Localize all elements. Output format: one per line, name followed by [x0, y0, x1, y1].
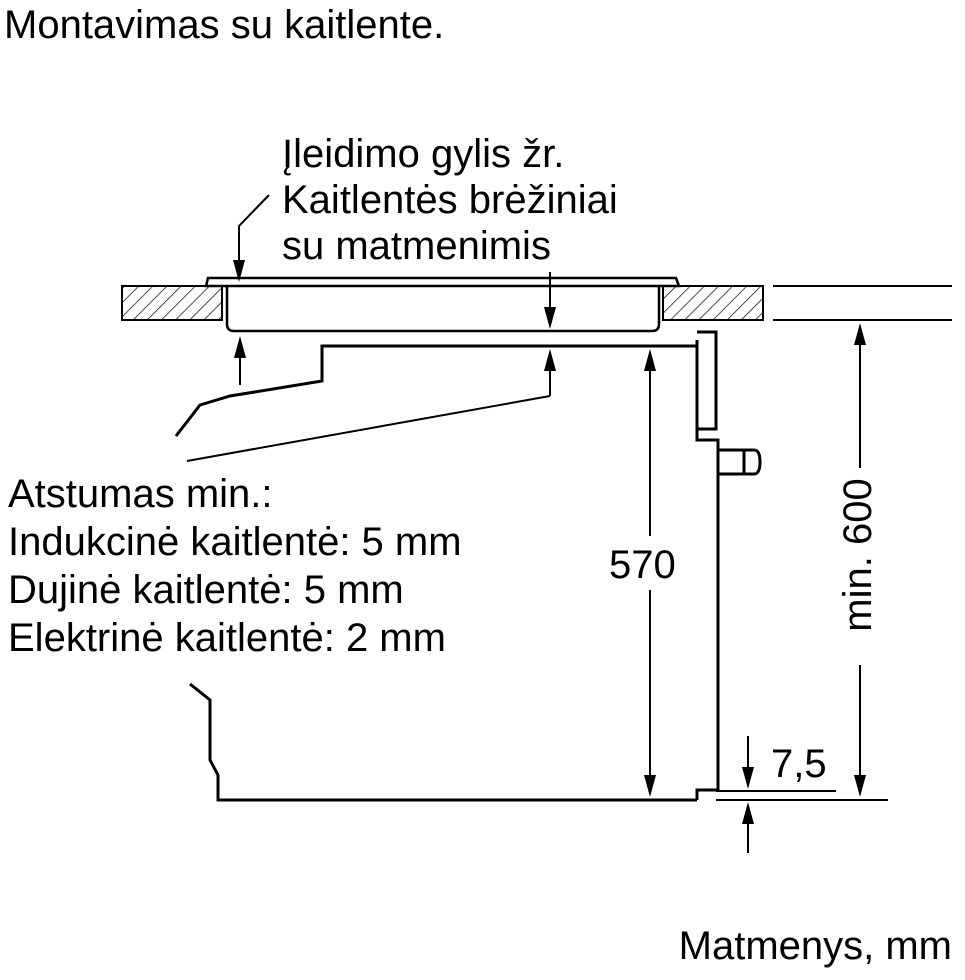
depth-note-line-1: Įleidimo gylis žr.: [282, 132, 565, 176]
depth-note-line-3: su matmenimis: [282, 224, 551, 268]
depth-note: Įleidimo gylis žr. Kaitlentės brėžiniai …: [282, 131, 618, 269]
distance-gas: Dujinė kaitlentė: 5 mm: [8, 568, 404, 612]
page-title: Montavimas su kaitlente.: [4, 3, 445, 47]
distance-induction: Indukcinė kaitlentė: 5 mm: [8, 520, 462, 564]
dimension-niche-height-label: min. 600: [836, 478, 880, 632]
leader-lines: [186, 194, 551, 462]
depth-note-line-2: Kaitlentės brėžiniai: [282, 178, 618, 222]
units-label: Matmenys, mm: [678, 924, 952, 968]
dimension-oven-height-label: 570: [609, 543, 676, 587]
worktop-edge-lines: [773, 285, 952, 321]
dimension-bottom-gap-label: 7,5: [771, 742, 827, 786]
oven-door: [695, 330, 720, 800]
distance-note: Atstumas min.: Indukcinė kaitlentė: 5 mm…: [8, 470, 462, 662]
distance-electric: Elektrinė kaitlentė: 2 mm: [8, 616, 446, 660]
dimension-lines: [239, 272, 888, 853]
arrow-heads: [233, 260, 866, 824]
cooktop: [204, 276, 681, 333]
oven-body: [174, 344, 697, 802]
worktop-left-hatched: [121, 285, 223, 321]
worktop-right-hatched: [662, 285, 764, 321]
oven-knob: [718, 448, 762, 476]
distance-heading: Atstumas min.:: [8, 472, 273, 516]
